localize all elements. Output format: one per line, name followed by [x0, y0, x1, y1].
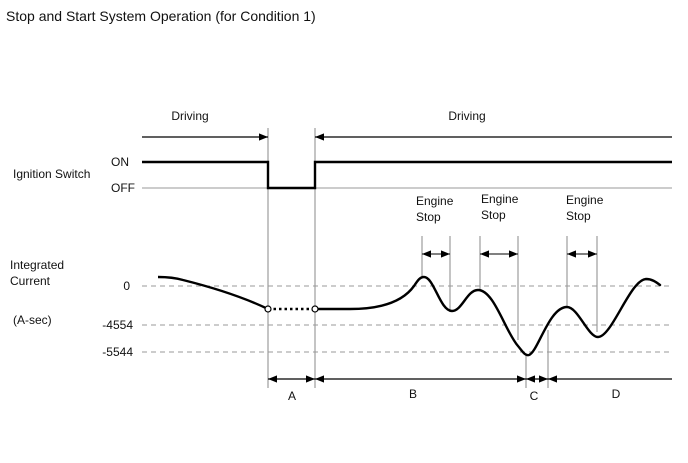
ignition-switch-label: Ignition Switch	[13, 167, 90, 181]
engine-stop-1: Engine Stop	[416, 194, 454, 258]
integrated-current-label-2: Current	[10, 274, 51, 288]
vertical-guides	[267, 128, 598, 388]
diagram-title: Stop and Start System Operation (for Con…	[6, 8, 316, 24]
engine-stop-1-line2: Stop	[416, 210, 441, 224]
engine-stop-2-line1: Engine	[481, 192, 519, 206]
level-label-4554: -4554	[102, 318, 133, 332]
current-waveform-restart	[313, 275, 662, 357]
engine-stop-3-line2: Stop	[566, 209, 591, 223]
current-waveform-driving	[157, 275, 269, 311]
driving-label-right: Driving	[448, 109, 485, 123]
integrated-current-label-1: Integrated	[10, 258, 64, 272]
level-label-zero: 0	[123, 279, 130, 293]
engine-stop-2-line2: Stop	[481, 208, 506, 222]
ignition-off-label: OFF	[111, 181, 135, 195]
engine-stop-3: Engine Stop	[566, 193, 604, 258]
interval-label-d: D	[612, 387, 621, 401]
interval-label-a: A	[288, 389, 296, 403]
level-reference-lines	[142, 285, 672, 353]
current-unit-label: (A-sec)	[13, 313, 52, 327]
waveform-break-end	[311, 305, 319, 313]
engine-stop-1-line1: Engine	[416, 194, 454, 208]
engine-stop-3-line1: Engine	[566, 193, 604, 207]
ignition-waveform	[142, 160, 672, 190]
interval-label-c: C	[530, 389, 539, 403]
interval-label-b: B	[409, 387, 417, 401]
ignition-on-label: ON	[111, 155, 129, 169]
engine-stop-2: Engine Stop	[480, 192, 519, 258]
waveform-break-start	[264, 305, 272, 313]
driving-label-left: Driving	[171, 109, 208, 123]
level-label-5544: -5544	[102, 345, 133, 359]
